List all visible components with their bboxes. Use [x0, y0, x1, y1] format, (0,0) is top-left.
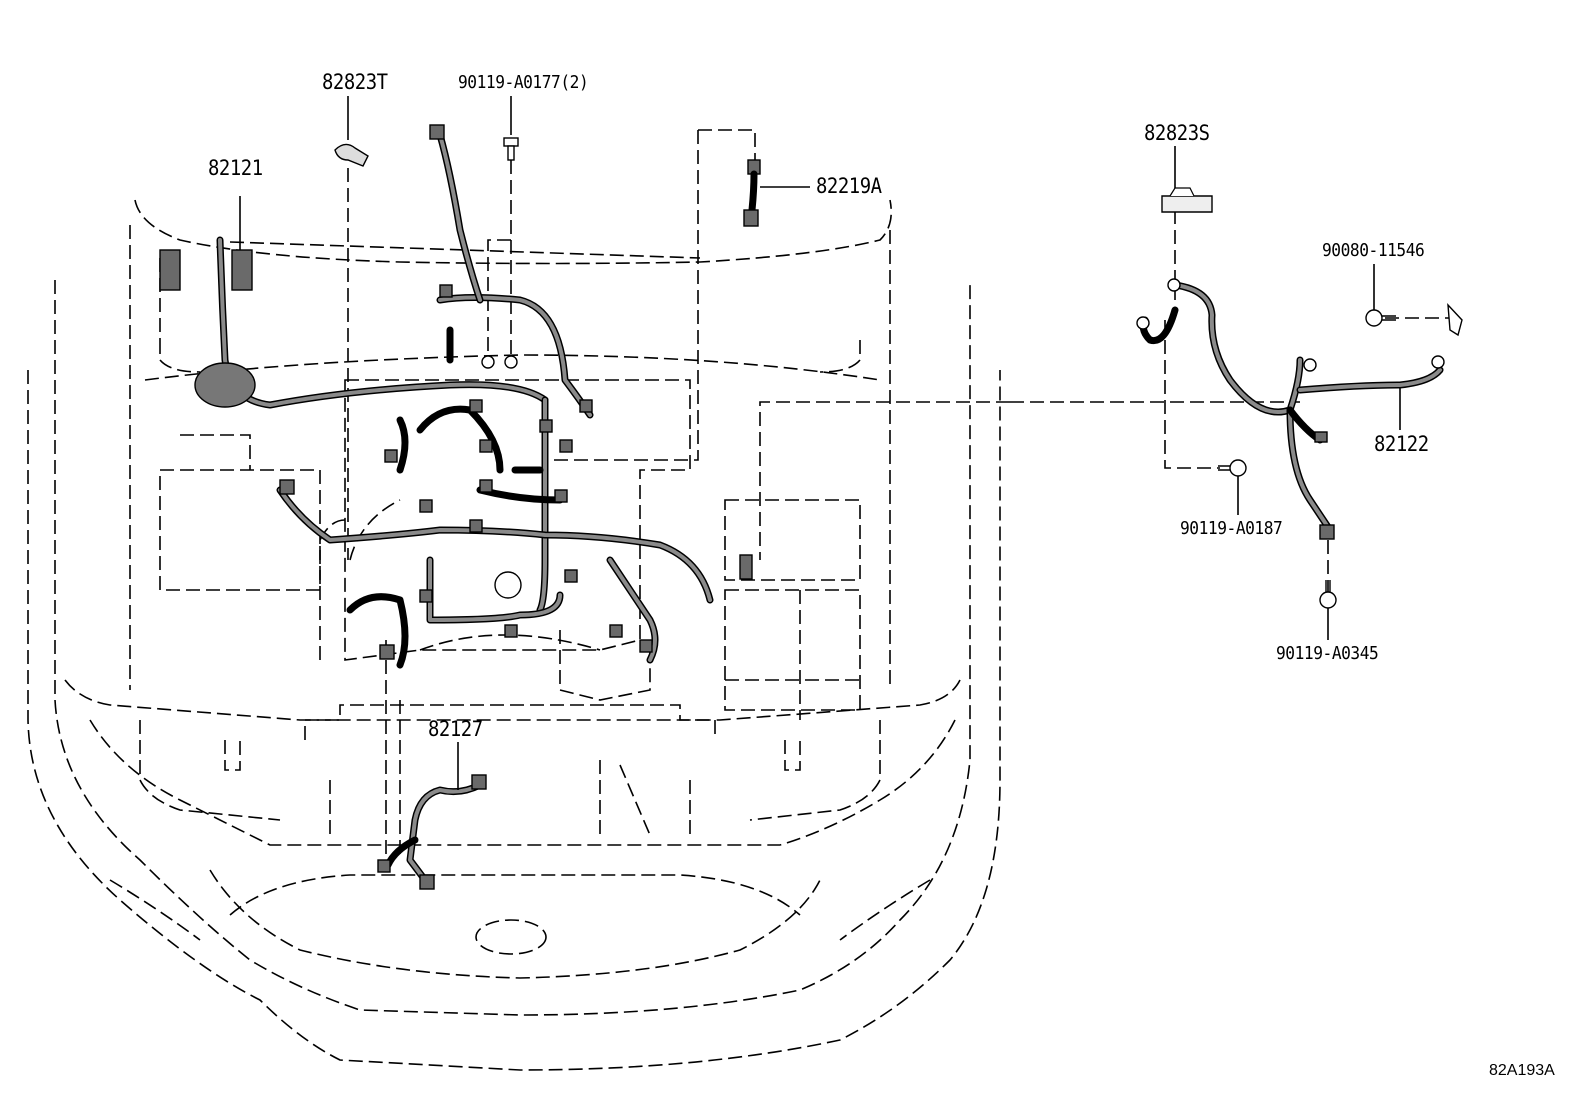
- bolt-90119-A0187: [1218, 459, 1247, 477]
- figure-reference-code: 82A193A: [1489, 1062, 1555, 1079]
- label-82122: 82122: [1374, 432, 1429, 456]
- wire-82122: [1136, 278, 1463, 540]
- bolt-90119-A0177: [503, 137, 519, 161]
- label-82823T: 82823T: [322, 70, 388, 94]
- label-82127: 82127: [428, 717, 483, 741]
- engine-wire-harness: [159, 124, 753, 669]
- label-82823S: 82823S: [1144, 121, 1210, 145]
- bolt-90080-11546: [1365, 309, 1396, 327]
- label-leader-lines: [239, 96, 1401, 790]
- bolt-90119-A0345: [1319, 580, 1337, 609]
- wire-82127: [377, 774, 487, 890]
- grommet-82823T: [334, 143, 369, 167]
- label-90119-A0187: 90119-A0187: [1180, 518, 1283, 539]
- label-90080-11546: 90080-11546: [1322, 240, 1425, 261]
- label-82121: 82121: [208, 156, 263, 180]
- label-90119-A0177: 90119-A0177(2): [458, 72, 589, 93]
- label-90119-A0345: 90119-A0345: [1276, 643, 1379, 664]
- grommet-82823S: [1161, 187, 1213, 213]
- wire-82219A: [743, 159, 761, 227]
- vehicle-body-outline: [27, 199, 1001, 1071]
- callout-leaders: [159, 129, 1460, 860]
- label-82219A: 82219A: [816, 174, 882, 198]
